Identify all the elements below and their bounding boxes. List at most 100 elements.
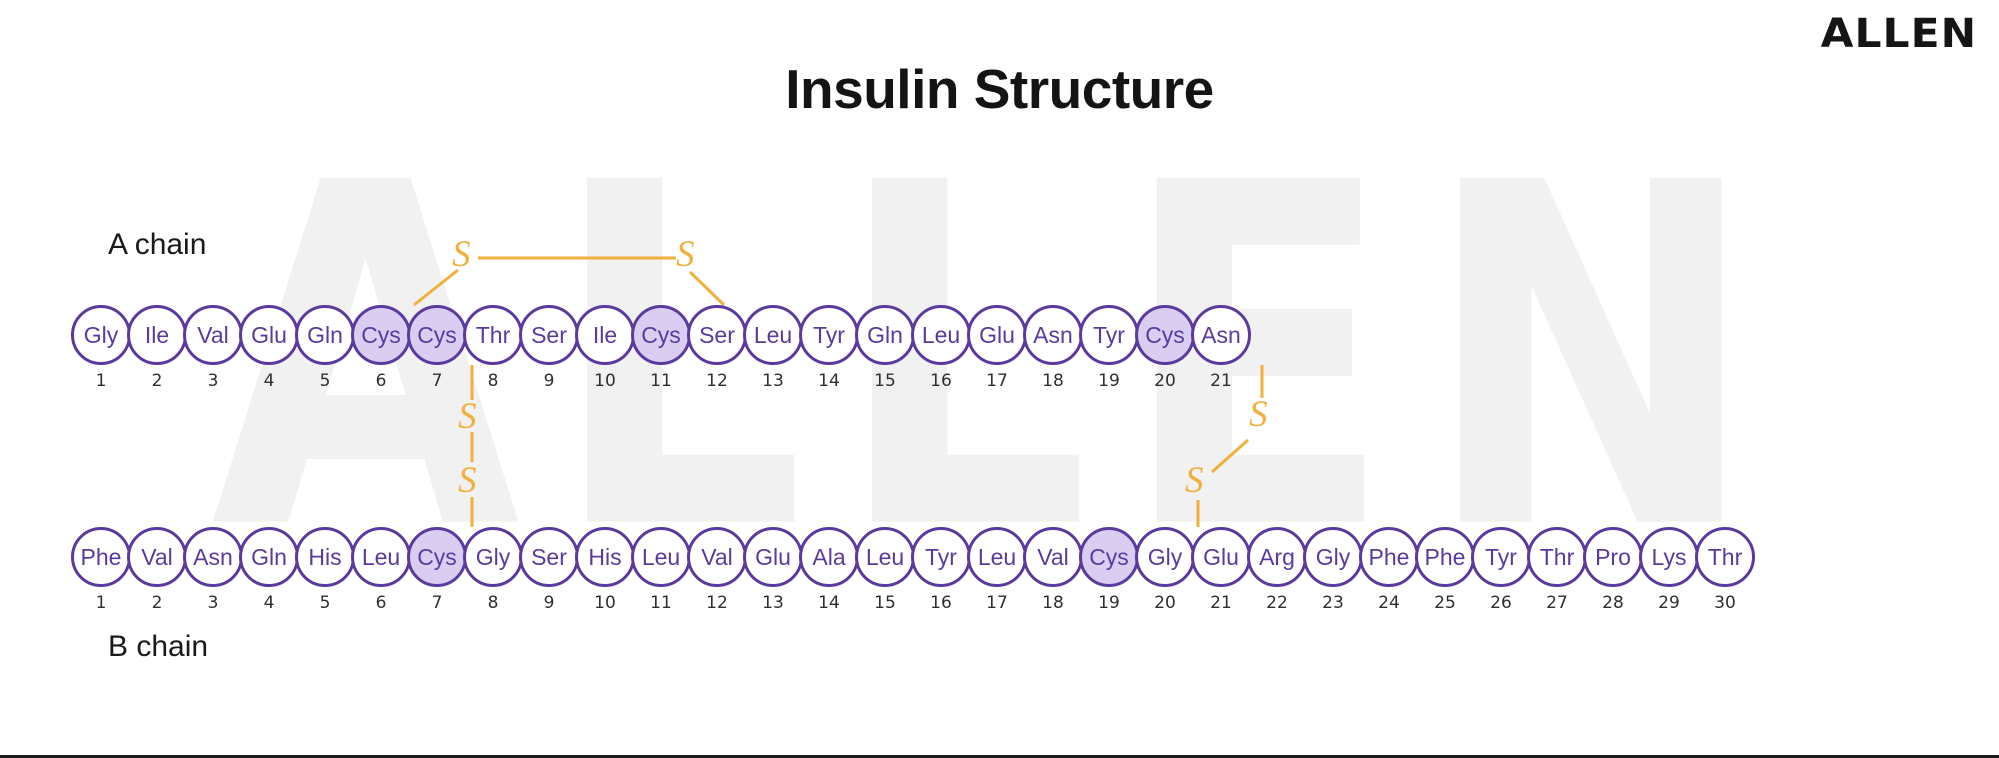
residue-A12[interactable]: Ser 12: [686, 305, 748, 391]
residue-number: 19: [1098, 593, 1120, 613]
residue-code: Thr: [463, 305, 523, 365]
residue-A9[interactable]: Ser 9: [518, 305, 580, 391]
residue-code: Gly: [1135, 527, 1195, 587]
residue-number: 6: [375, 371, 387, 391]
residue-code: Ser: [687, 305, 747, 365]
residue-number: 12: [706, 593, 728, 613]
residue-number: 12: [706, 371, 728, 391]
residue-code: Tyr: [911, 527, 971, 587]
residue-code: Ile: [127, 305, 187, 365]
residue-number: 9: [543, 371, 555, 391]
residue-number: 16: [930, 593, 952, 613]
residue-number: 28: [1602, 593, 1624, 613]
residue-code: Cys: [1079, 527, 1139, 587]
allen-logo-text: ALLEN: [1820, 11, 1978, 57]
residue-number: 16: [930, 371, 952, 391]
residue-code: Cys: [1135, 305, 1195, 365]
residue-number: 7: [431, 371, 443, 391]
sulfur-atom-b19: S: [1185, 460, 1204, 501]
residue-code: Val: [183, 305, 243, 365]
bond-line-a6-to-s: [413, 268, 459, 307]
residue-code: Gly: [71, 305, 131, 365]
residue-B19[interactable]: Cys 19: [1078, 527, 1140, 613]
residue-number: 23: [1322, 593, 1344, 613]
residue-number: 13: [762, 371, 784, 391]
bond-line-s-to-a11: [688, 270, 726, 307]
residue-number: 2: [151, 371, 163, 391]
residue-number: 9: [543, 593, 555, 613]
residue-code: Arg: [1247, 527, 1307, 587]
residue-number: 5: [319, 371, 331, 391]
residue-code: Thr: [1695, 527, 1755, 587]
residue-B25[interactable]: Phe 25: [1414, 527, 1476, 613]
residue-number: 18: [1042, 593, 1064, 613]
residue-code: Phe: [1415, 527, 1475, 587]
b-chain-label: B chain: [108, 630, 209, 663]
residue-code: Ser: [519, 305, 579, 365]
residue-code: Tyr: [799, 305, 859, 365]
residue-code: Cys: [407, 527, 467, 587]
residue-code: Ile: [575, 305, 635, 365]
residue-number: 19: [1098, 371, 1120, 391]
residue-B16[interactable]: Tyr 16: [910, 527, 972, 613]
residue-number: 21: [1210, 593, 1232, 613]
sulfur-atom-a6: S: [452, 234, 471, 275]
residue-B18[interactable]: Val 18: [1022, 527, 1084, 613]
residue-A2[interactable]: Ile 2: [126, 305, 188, 391]
residue-code: Val: [1023, 527, 1083, 587]
residue-number: 25: [1434, 593, 1456, 613]
residue-number: 17: [986, 371, 1008, 391]
residue-code: Phe: [71, 527, 131, 587]
residue-code: Lys: [1639, 527, 1699, 587]
residue-B28[interactable]: Pro 28: [1582, 527, 1644, 613]
residue-code: Pro: [1583, 527, 1643, 587]
residue-number: 18: [1042, 371, 1064, 391]
